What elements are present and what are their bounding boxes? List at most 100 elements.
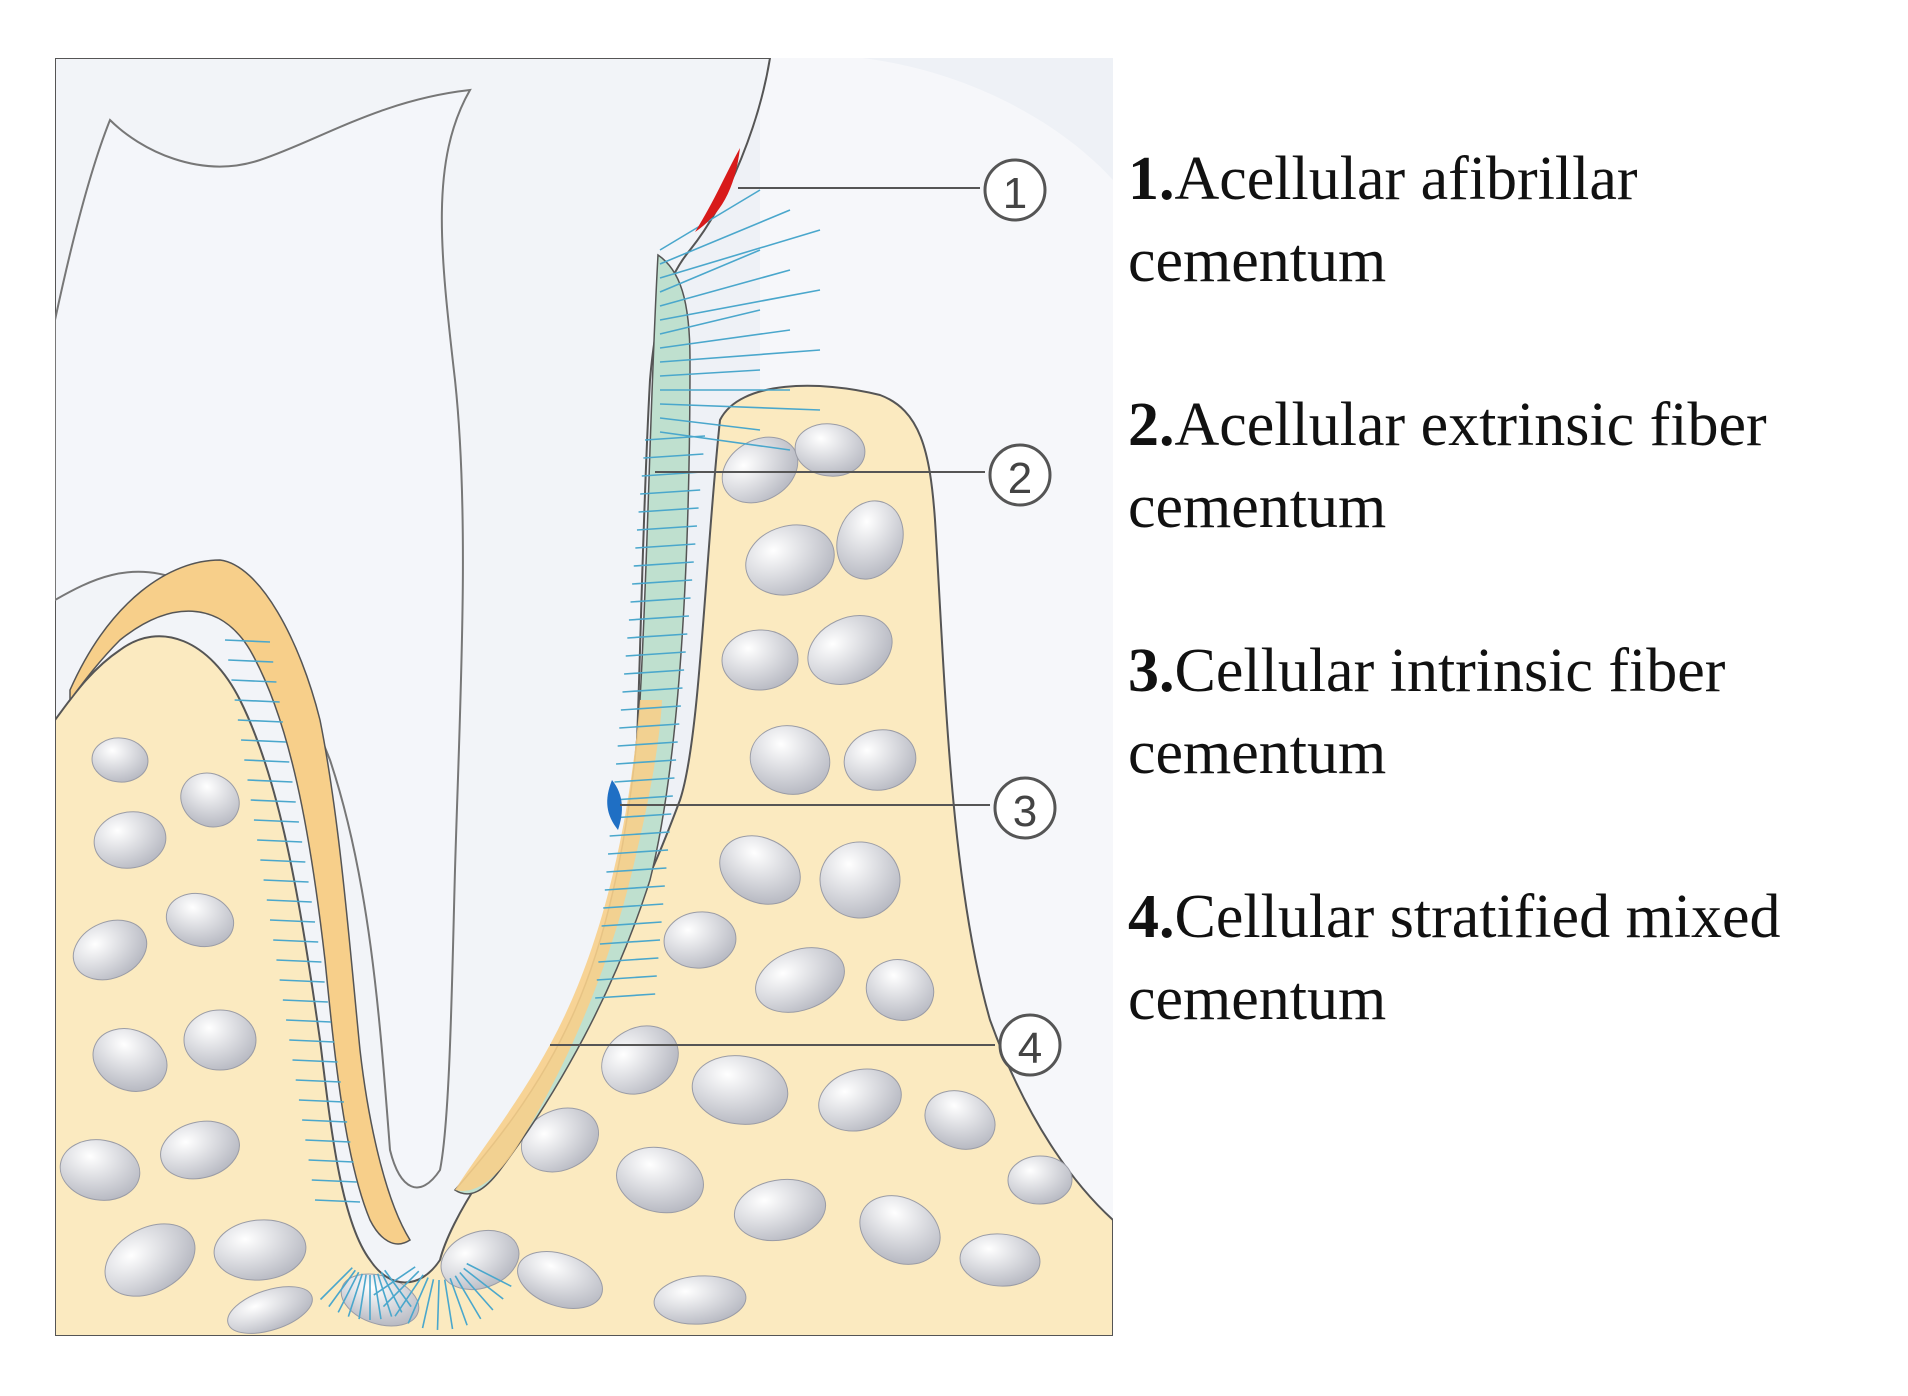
legend-item-1: 1.Acellular afibrillar cementum	[1128, 138, 1888, 302]
marrow-space	[745, 524, 835, 596]
fiber	[260, 859, 306, 863]
fiber	[302, 1119, 348, 1123]
legend-item-4-number: 4.	[1128, 883, 1175, 951]
marrow-space	[180, 772, 240, 828]
fiber	[616, 759, 677, 765]
fiber	[607, 849, 669, 855]
fiber	[601, 921, 662, 927]
fiber	[640, 489, 701, 495]
fiber	[659, 309, 761, 335]
legend-item-3-line1: Cellular intrinsic fiber	[1174, 637, 1726, 705]
fiber	[659, 189, 761, 251]
fiber	[257, 839, 303, 843]
fiber	[619, 723, 680, 729]
marrow-space	[517, 1251, 603, 1309]
marrow-space	[1007, 1155, 1073, 1205]
fiber	[454, 1275, 482, 1320]
legend-item-4-line2: cementum	[1128, 965, 1387, 1033]
marrow-space	[865, 959, 935, 1021]
legend-item-3: 3.Cellular intrinsic fiber cementum	[1128, 630, 1888, 794]
fiber	[286, 1019, 332, 1023]
periodontal-fibers	[224, 189, 821, 1330]
marrow-space	[755, 947, 845, 1013]
fiber	[384, 1269, 412, 1308]
marrow-space	[440, 1229, 520, 1291]
marrow-space	[924, 1090, 996, 1150]
fiber	[380, 1271, 403, 1313]
fiber	[358, 1274, 367, 1320]
marrow-space	[843, 729, 917, 791]
fiber	[595, 993, 656, 999]
legend-item-2-line2: cementum	[1128, 473, 1387, 541]
marrow-space	[733, 1178, 827, 1242]
fiber	[295, 1079, 341, 1083]
fiber	[298, 1099, 344, 1103]
marrow-space	[818, 1068, 902, 1132]
fiber	[314, 1199, 361, 1203]
marrow-space	[601, 1025, 679, 1095]
fiber	[659, 249, 761, 293]
fiber	[611, 813, 672, 819]
marrow-space	[807, 615, 893, 685]
fiber	[319, 1267, 353, 1301]
marker-2-label: 2	[1008, 454, 1032, 503]
cementum-layer-left	[69, 559, 412, 1245]
intrinsic-cementum-mark	[607, 780, 622, 830]
legend-item-2-number: 2.	[1128, 391, 1175, 459]
fiber	[347, 1273, 364, 1317]
fiber	[237, 719, 283, 723]
fiber	[407, 1277, 429, 1324]
legend: 1.Acellular afibrillar cementum 2.Acellu…	[1128, 138, 1888, 1122]
fiber	[628, 615, 689, 621]
fiber	[627, 633, 688, 639]
marker-4: 4	[998, 1013, 1062, 1077]
fiber	[632, 579, 693, 585]
fiber	[624, 669, 685, 675]
legend-item-2-line1: Acellular extrinsic fiber	[1174, 391, 1767, 459]
fiber	[659, 417, 761, 431]
marker-2: 2	[988, 443, 1052, 507]
fiber	[273, 939, 319, 943]
legend-item-3-line2: cementum	[1128, 719, 1387, 787]
fiber	[622, 687, 683, 693]
fiber	[466, 1262, 512, 1288]
marrow-space	[794, 423, 866, 477]
fiber	[231, 679, 277, 683]
fiber	[630, 597, 691, 603]
fiber	[599, 939, 661, 945]
fiber	[241, 739, 287, 743]
fiber	[234, 699, 280, 703]
marrow-space	[653, 1275, 747, 1325]
fiber	[659, 289, 821, 321]
marrow-space	[836, 500, 904, 580]
fiber	[614, 777, 675, 783]
marker-1-label: 1	[1003, 169, 1027, 218]
marrow-space	[616, 1146, 704, 1214]
fiber	[263, 879, 309, 883]
fiber	[636, 525, 698, 531]
fiber	[253, 819, 299, 823]
fiber	[606, 867, 667, 873]
fiber	[598, 957, 659, 963]
marker-3: 3	[993, 776, 1057, 840]
legend-item-1-line2: cementum	[1128, 227, 1387, 295]
fiber	[620, 705, 681, 711]
fiber	[643, 453, 704, 459]
fiber	[659, 269, 791, 307]
marrow-space	[749, 725, 831, 795]
fiber	[459, 1271, 494, 1311]
fiber	[596, 975, 657, 981]
marrow-space	[859, 1195, 941, 1265]
marrow-space	[213, 1219, 307, 1281]
marrow-space	[165, 892, 235, 948]
fiber	[436, 1279, 440, 1330]
bone-marrow-spaces	[59, 423, 1073, 1334]
fiber	[224, 639, 271, 643]
fiber	[382, 1270, 420, 1308]
fiber	[266, 899, 312, 903]
marrow-space	[520, 1107, 600, 1173]
fiber	[659, 403, 821, 411]
fiber	[373, 1274, 382, 1320]
legend-item-3-number: 3.	[1128, 637, 1175, 705]
